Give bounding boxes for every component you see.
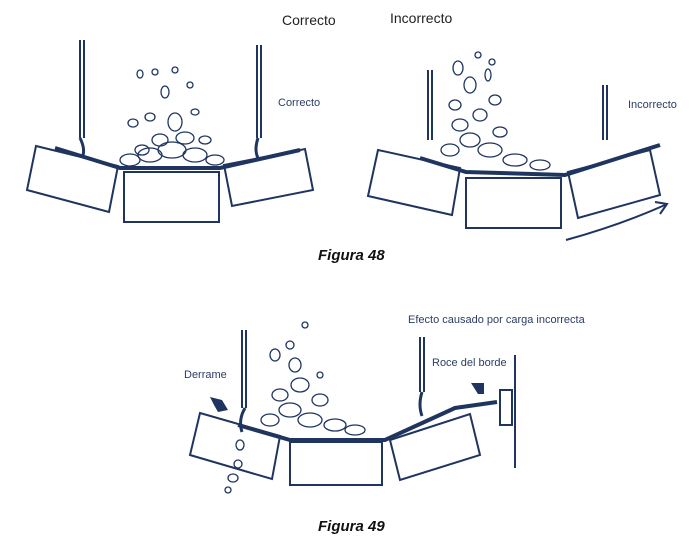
skirt-rubber [499, 389, 513, 426]
fig48-incorrect-material [440, 51, 551, 171]
arrow-belt-shift [565, 204, 666, 241]
label-incorrect: Incorrecto [628, 99, 677, 111]
spill-arrow-icon [210, 397, 228, 412]
fig48-incorrect-troughing-idler [366, 70, 669, 241]
label-edge-rub: Roce del borde [432, 357, 507, 369]
heading-correct: Correcto [282, 12, 336, 28]
fig49-troughing-idler [188, 330, 516, 486]
left-roller [366, 148, 462, 217]
belt [237, 400, 498, 442]
left-roller [25, 144, 120, 214]
caption-figura-49: Figura 49 [318, 518, 385, 535]
label-spill: Derrame [184, 369, 227, 381]
belt [419, 143, 661, 178]
center-roller [289, 441, 383, 486]
label-correct: Correcto [278, 97, 321, 109]
caption-figura-48: Figura 48 [318, 247, 385, 264]
fig48-correct-troughing-idler [25, 40, 315, 223]
fig48-correct-material [119, 66, 225, 167]
arrows [210, 383, 484, 412]
left-roller [188, 411, 282, 481]
fig49-material [224, 321, 366, 494]
label-effect: Efecto causado por carga incorrecta [408, 314, 585, 326]
heading-incorrect: Incorrecto [390, 10, 453, 26]
center-roller [123, 171, 220, 223]
right-roller [388, 412, 482, 482]
rub-arrow-icon [471, 383, 484, 394]
belt [54, 146, 301, 170]
center-roller [465, 177, 562, 229]
